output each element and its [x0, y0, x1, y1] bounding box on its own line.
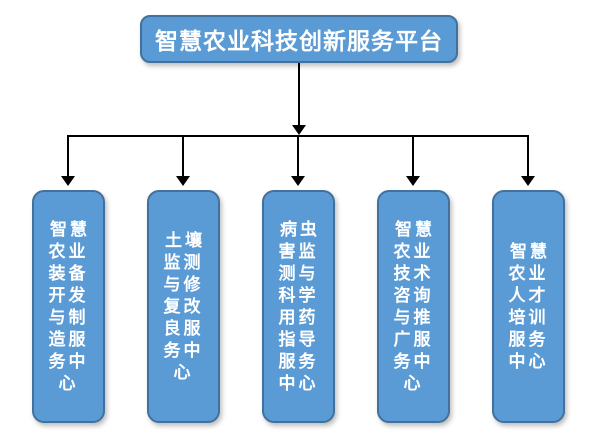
child-node-label: 智慧 农业 装备 开发 与制 造服 务中 心 [48, 219, 90, 394]
arrowhead-down-icon-3 [291, 176, 305, 186]
child-node-label: 病虫 害监 测与 科学 用药 指导 服务 中心 [278, 219, 320, 394]
root-node-label: 智慧农业科技创新服务平台 [155, 29, 443, 55]
child-node-talent-training-center: 智慧 农业 人才 培训 服务 中心 [492, 190, 565, 423]
connector-drop-2 [182, 137, 184, 177]
root-node: 智慧农业科技创新服务平台 [140, 15, 458, 63]
child-node-pest-monitoring-center: 病虫 害监 测与 科学 用药 指导 服务 中心 [262, 190, 335, 423]
child-node-label: 土壤 监测 与修 复改 良服 务中 心 [163, 230, 205, 383]
child-node-label: 智慧 农业 技术 咨询 与推 广服 务中 心 [393, 219, 435, 394]
arrowhead-down-icon-4 [406, 176, 420, 186]
connector-horizontal-line [67, 135, 529, 137]
connector-drop-3 [297, 137, 299, 177]
child-node-tech-consulting-center: 智慧 农业 技术 咨询 与推 广服 务中 心 [377, 190, 450, 423]
arrowhead-down-icon-2 [176, 176, 190, 186]
arrowhead-down-icon-1 [61, 176, 75, 186]
arrowhead-stem-down-icon [292, 125, 306, 135]
child-node-label: 智慧 农业 人才 培训 服务 中心 [508, 241, 550, 372]
connector-stem-line [298, 63, 300, 127]
connector-drop-4 [412, 137, 414, 177]
connector-drop-1 [67, 137, 69, 177]
child-node-equipment-manufacturing-center: 智慧 农业 装备 开发 与制 造服 务中 心 [32, 190, 105, 423]
connector-drop-5 [527, 137, 529, 177]
arrowhead-down-icon-5 [521, 176, 535, 186]
child-node-soil-monitoring-center: 土壤 监测 与修 复改 良服 务中 心 [147, 190, 220, 423]
